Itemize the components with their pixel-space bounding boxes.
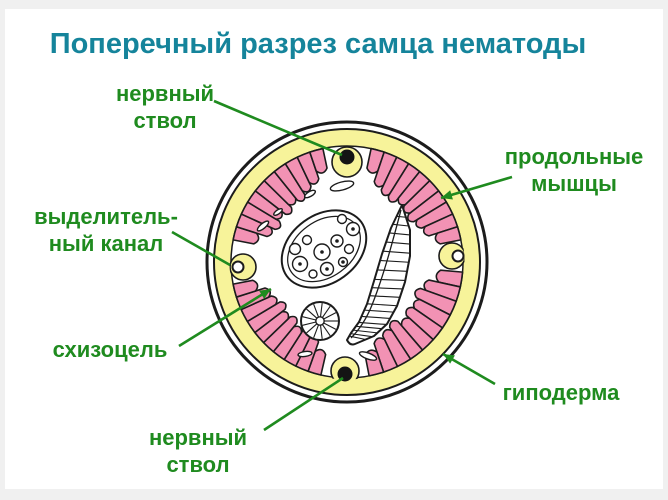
testis-cell bbox=[336, 213, 348, 225]
label-nerve-trunk-top: нервный ствол bbox=[95, 80, 235, 134]
muscle-cell bbox=[254, 179, 293, 216]
leader-schizocoel-arrowhead bbox=[259, 289, 271, 299]
muscle-cell bbox=[232, 279, 259, 298]
intestine-lumen-line bbox=[350, 209, 402, 339]
leader-longitudinal-muscles-arrowhead bbox=[441, 190, 453, 200]
muscle-cell bbox=[400, 317, 435, 351]
cavity-sliver bbox=[303, 189, 317, 199]
muscle-cell bbox=[434, 225, 462, 245]
muscle-cell bbox=[254, 310, 290, 344]
label-line: ный канал bbox=[48, 231, 164, 256]
muscle-cell bbox=[423, 279, 462, 303]
label-line: схизоцель bbox=[52, 337, 168, 362]
label-line: ствол bbox=[133, 108, 197, 133]
wheel-organ bbox=[300, 301, 340, 341]
label-line: гиподерма bbox=[502, 380, 620, 405]
intestine-ribs bbox=[349, 215, 411, 341]
muscle-cell bbox=[262, 315, 298, 353]
muscle-cell bbox=[307, 348, 327, 376]
muscle-cell bbox=[235, 213, 273, 238]
leader-schizocoel bbox=[178, 287, 272, 348]
leader-nerve-bottom bbox=[263, 376, 344, 432]
label-hypodermis: гиподерма bbox=[481, 379, 641, 406]
testis-cell bbox=[301, 234, 313, 246]
cavity-sliver bbox=[297, 350, 313, 358]
excretory-canal-left bbox=[231, 260, 245, 274]
muscle-cell bbox=[240, 201, 282, 231]
muscle-cell bbox=[366, 147, 385, 174]
testis-cell bbox=[308, 269, 318, 279]
label-line: мышцы bbox=[531, 171, 617, 196]
muscle-cell bbox=[381, 328, 412, 368]
cavity-slivers bbox=[256, 180, 378, 361]
wheel-organ-spokes bbox=[302, 303, 338, 339]
muscle-cell bbox=[415, 201, 454, 229]
cavity-sliver bbox=[358, 351, 378, 361]
label-line: ствол bbox=[166, 452, 230, 477]
intestine bbox=[346, 204, 411, 346]
muscle-cell bbox=[397, 170, 431, 206]
testis-cell bbox=[343, 243, 355, 255]
testis-cell bbox=[288, 242, 302, 256]
page-title: Поперечный разрез самца нематоды bbox=[49, 28, 587, 60]
label-line: выделитель- bbox=[34, 204, 178, 229]
cavity-sliver bbox=[329, 180, 355, 192]
muscle-cell bbox=[388, 319, 424, 360]
muscle-cell bbox=[246, 301, 287, 334]
muscle-cell bbox=[240, 295, 278, 323]
muscle-cell bbox=[414, 287, 457, 316]
label-excretory-canal: выделитель- ный канал bbox=[24, 203, 188, 257]
muscle-cell bbox=[284, 156, 312, 193]
label-line: нервный bbox=[148, 425, 248, 450]
leader-longitudinal-muscles bbox=[440, 175, 513, 200]
cavity-sliver bbox=[273, 207, 283, 217]
muscle-cell bbox=[412, 298, 451, 329]
wheel-organ-hub bbox=[315, 316, 325, 326]
muscle-cell bbox=[309, 147, 328, 174]
muscle-cell bbox=[405, 306, 444, 341]
testis bbox=[280, 209, 368, 289]
muscle-cell bbox=[246, 190, 283, 220]
label-schizocoel: схизоцель bbox=[30, 336, 190, 363]
excretory-canal-right bbox=[451, 249, 465, 263]
label-line: нервный bbox=[115, 81, 215, 106]
label-nerve-trunk-bottom: нервный ствол bbox=[128, 424, 268, 478]
muscle-cell bbox=[296, 151, 320, 185]
muscle-cell bbox=[272, 325, 303, 361]
leader-hypodermis-arrowhead bbox=[443, 354, 455, 364]
label-longitudinal-muscles: продольные мышцы bbox=[493, 143, 655, 197]
muscle-cell bbox=[373, 151, 398, 188]
testis-cells bbox=[288, 213, 361, 279]
muscle-cell bbox=[373, 337, 399, 373]
label-line: продольные bbox=[504, 144, 644, 169]
muscle-cell bbox=[380, 156, 410, 197]
nerve-trunk-dot-top bbox=[339, 149, 355, 165]
cavity-sliver bbox=[256, 220, 270, 232]
leader-nerve-top bbox=[213, 99, 343, 157]
leader-excretory-canal bbox=[171, 230, 231, 267]
muscle-cell bbox=[232, 225, 260, 245]
muscle-cell bbox=[387, 162, 421, 203]
muscle-cell bbox=[263, 170, 297, 206]
label-leader-lines bbox=[171, 99, 513, 432]
muscle-cell bbox=[422, 213, 459, 237]
